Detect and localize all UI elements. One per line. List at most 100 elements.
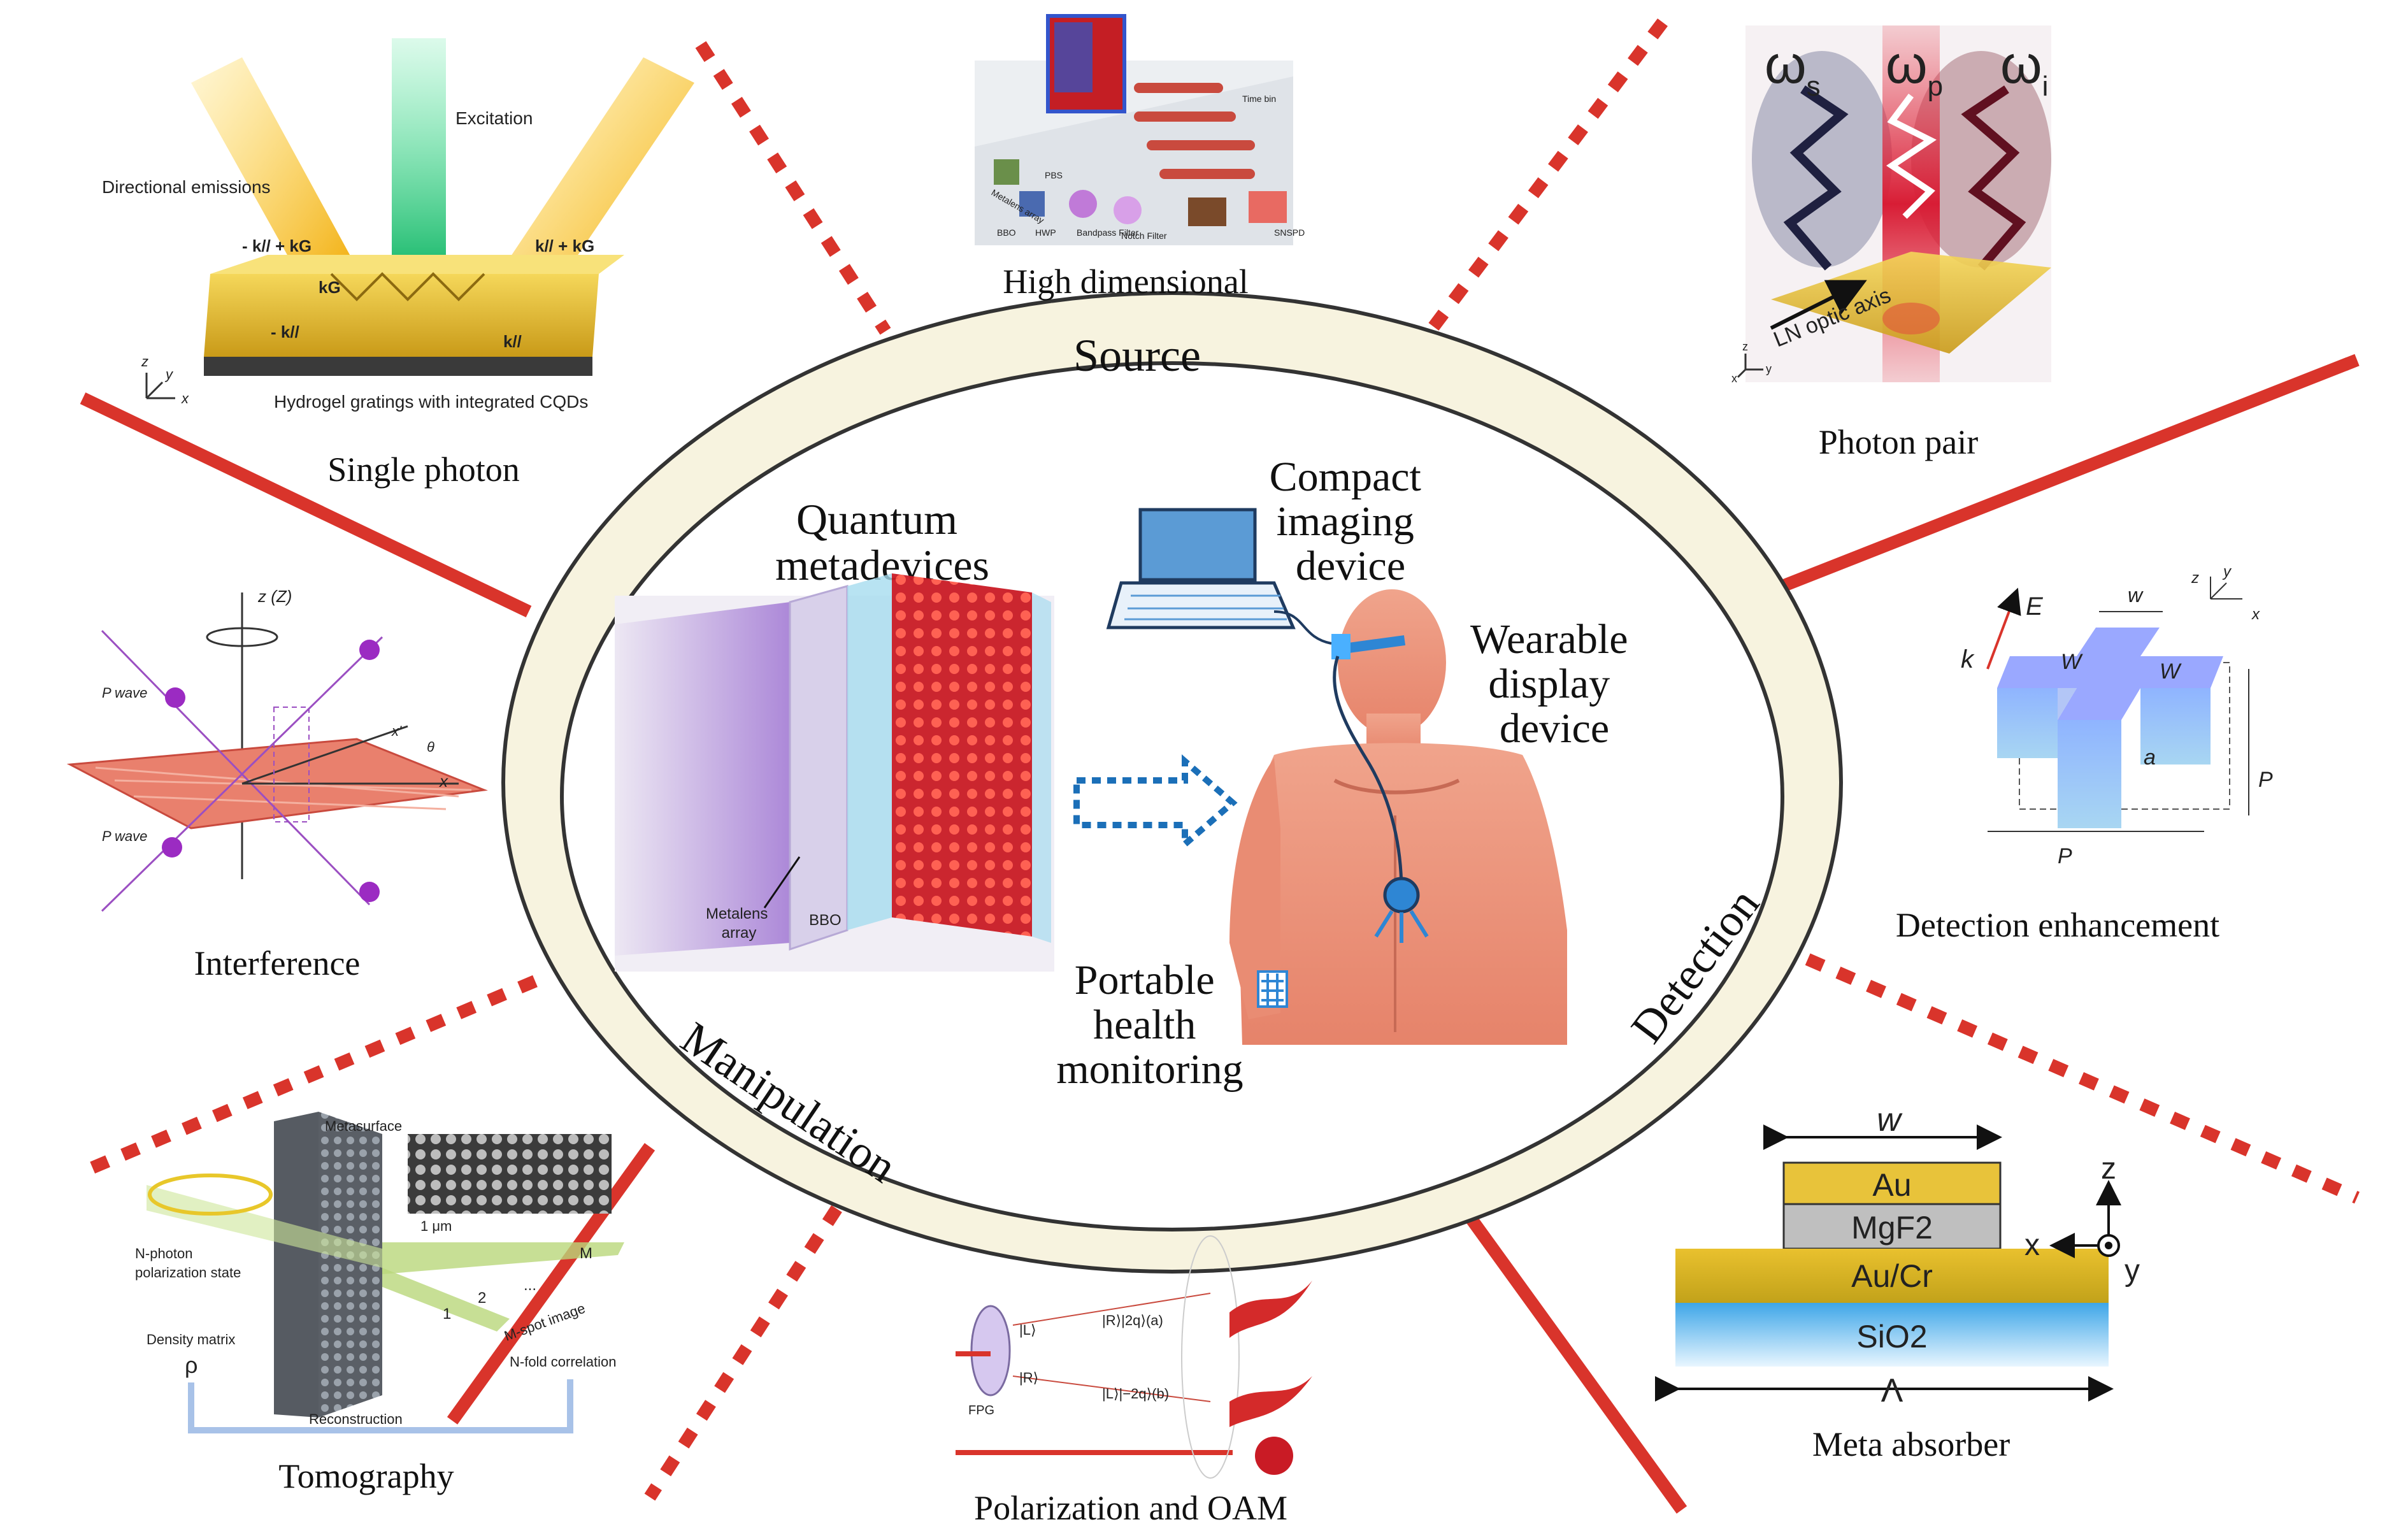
spoke-solid-left-upper xyxy=(80,392,532,618)
caption-single-photon: Single photon xyxy=(327,450,520,489)
svg-text:BBO: BBO xyxy=(997,227,1016,238)
svg-text:M-spot image: M-spot image xyxy=(502,1300,587,1344)
caption-detection-enhancement: Detection enhancement xyxy=(1896,906,2219,944)
spoke-solid-bottom-right xyxy=(1459,1207,1688,1514)
svg-text:P wave: P wave xyxy=(102,685,147,701)
spoke-solid-right-upper xyxy=(1756,354,2360,602)
svg-text:1 μm: 1 μm xyxy=(420,1218,452,1234)
layer-aucr xyxy=(1675,1249,2109,1303)
spoke-dotted-right-lower xyxy=(1775,940,2360,1204)
quantum-metadevices-title: Quantum metadevices xyxy=(775,495,989,589)
sp-minus-k: - k// xyxy=(271,322,299,341)
quantum-line1: Quantum xyxy=(796,495,957,543)
svg-text:z: z xyxy=(141,354,148,370)
svg-text:x: x xyxy=(2025,1228,2040,1262)
svg-text:x: x xyxy=(438,772,448,791)
svg-text:ρ: ρ xyxy=(185,1352,197,1378)
spoke-solid-bottom-left xyxy=(447,1143,656,1425)
caption-photon-pair: Photon pair xyxy=(1819,423,1979,461)
svg-text:|L⟩|−2q⟩(b): |L⟩|−2q⟩(b) xyxy=(1102,1386,1169,1402)
svg-text:|L⟩: |L⟩ xyxy=(1019,1322,1036,1338)
svg-text:E: E xyxy=(2026,592,2044,621)
svg-text:N-photon: N-photon xyxy=(135,1246,193,1261)
svg-text:polarization state: polarization state xyxy=(135,1265,241,1281)
svg-text:y: y xyxy=(164,366,174,382)
sp-directional: Directional emissions xyxy=(102,177,271,197)
layer-sio2 xyxy=(1675,1303,2109,1367)
sp-k-kg: k// + kG xyxy=(535,236,594,255)
pp-omega-s: ωs xyxy=(1765,34,1821,102)
caption-tomography: Tomography xyxy=(278,1457,454,1495)
spoke-dotted-left-lower xyxy=(87,975,538,1175)
svg-text:a: a xyxy=(2144,745,2156,770)
caption-high-dimensional: High dimensional xyxy=(1003,262,1248,301)
spoke-dotted-bottom-center xyxy=(644,1149,878,1501)
svg-text:P: P xyxy=(2058,844,2072,868)
svg-text:Au/Cr: Au/Cr xyxy=(1851,1258,1933,1294)
svg-text:P wave: P wave xyxy=(102,828,147,844)
sp-hydrogel: Hydrogel gratings with integrated CQDs xyxy=(274,392,588,412)
center-content: Quantum metadevices Metalens array BBO xyxy=(615,454,1638,1093)
svg-text:PBS: PBS xyxy=(1045,170,1063,180)
human-figure xyxy=(1229,589,1567,1045)
svg-text:2: 2 xyxy=(478,1289,486,1307)
svg-text:Notch Filter: Notch Filter xyxy=(1121,231,1167,241)
svg-text:FPG: FPG xyxy=(968,1404,994,1418)
svg-text:Reconstruction: Reconstruction xyxy=(309,1411,403,1427)
sp-minus-k-kg: - k// + kG xyxy=(242,236,312,255)
caption-meta-absorber: Meta absorber xyxy=(1812,1425,2010,1463)
svg-text:z: z xyxy=(2101,1152,2116,1186)
svg-text:W: W xyxy=(2160,659,2182,684)
pp-omega-p: ωp xyxy=(1886,34,1943,102)
svg-text:θ: θ xyxy=(427,739,434,755)
svg-text:y: y xyxy=(2222,563,2232,580)
portable-health-label: Portable health monitoring xyxy=(1056,957,1243,1093)
compact-imaging-label: Compact imaging device xyxy=(1270,454,1432,589)
spoke-dotted-top-right xyxy=(1415,18,1668,348)
panel-high-dimensional: Metalens array PBS BBO HWP Bandpass Filt… xyxy=(975,14,1305,301)
hd-pulses xyxy=(1134,83,1255,179)
caption-polarization-oam: Polarization and OAM xyxy=(974,1489,1287,1522)
svg-text:z: z xyxy=(1742,340,1748,353)
svg-text:W: W xyxy=(2061,650,2083,674)
svg-text:1: 1 xyxy=(443,1305,451,1323)
layer-mgf2 xyxy=(1782,1203,2002,1250)
svg-text:w: w xyxy=(1877,1102,1903,1138)
caption-interference: Interference xyxy=(194,944,361,982)
svg-text:...: ... xyxy=(524,1277,536,1294)
metalens-illustration: Metalens array BBO xyxy=(615,573,1054,972)
svg-text:P: P xyxy=(2258,768,2273,792)
svg-text:SiO2: SiO2 xyxy=(1856,1319,1927,1354)
svg-text:|R⟩|2q⟩(a): |R⟩|2q⟩(a) xyxy=(1102,1312,1163,1328)
panel-polarization-oam: FPG |L⟩ |R⟩ |R⟩|2q⟩(a) |L⟩|−2q⟩(b) Polar… xyxy=(956,1235,1312,1522)
pp-omega-i: ωi xyxy=(2000,34,2048,102)
panel-meta-absorber: w Au MgF2 Au/Cr SiO2 Λ z x y Meta absorb… xyxy=(1655,1102,2140,1463)
laptop-icon xyxy=(1106,508,1296,629)
layer-au xyxy=(1782,1161,2002,1205)
svg-text:N-fold correlation: N-fold correlation xyxy=(510,1354,617,1370)
svg-text:M: M xyxy=(580,1245,592,1262)
svg-text:x': x' xyxy=(391,723,402,739)
sp-excitation: Excitation xyxy=(455,108,533,128)
svg-text:Λ: Λ xyxy=(1881,1372,1903,1409)
dashed-flow-arrow xyxy=(1073,754,1238,851)
svg-text:z: z xyxy=(2191,570,2199,587)
panel-tomography: Metasurface 1 μm N-photon polarization s… xyxy=(135,1112,624,1495)
sp-kg: kG xyxy=(319,278,341,297)
bbo-label: BBO xyxy=(809,912,842,929)
svg-text:x: x xyxy=(181,391,189,406)
svg-text:z (Z): z (Z) xyxy=(257,587,292,606)
svg-text:Metasurface: Metasurface xyxy=(325,1118,402,1134)
wearable-display-label: Wearable display device xyxy=(1470,616,1638,752)
svg-text:SNSPD: SNSPD xyxy=(1274,227,1305,238)
svg-text:w: w xyxy=(2128,584,2144,607)
svg-text:Au: Au xyxy=(1872,1167,1911,1203)
svg-text:HWP: HWP xyxy=(1035,227,1056,238)
panel-single-photon: Excitation Directional emissions - k// +… xyxy=(102,38,694,489)
svg-text:x: x xyxy=(2251,606,2260,623)
svg-text:y: y xyxy=(1766,363,1772,375)
svg-text:|R⟩: |R⟩ xyxy=(1019,1370,1038,1386)
panel-interference: z (Z) P wave P wave x x' θ Interference xyxy=(66,587,488,982)
sp-axes xyxy=(145,373,175,399)
